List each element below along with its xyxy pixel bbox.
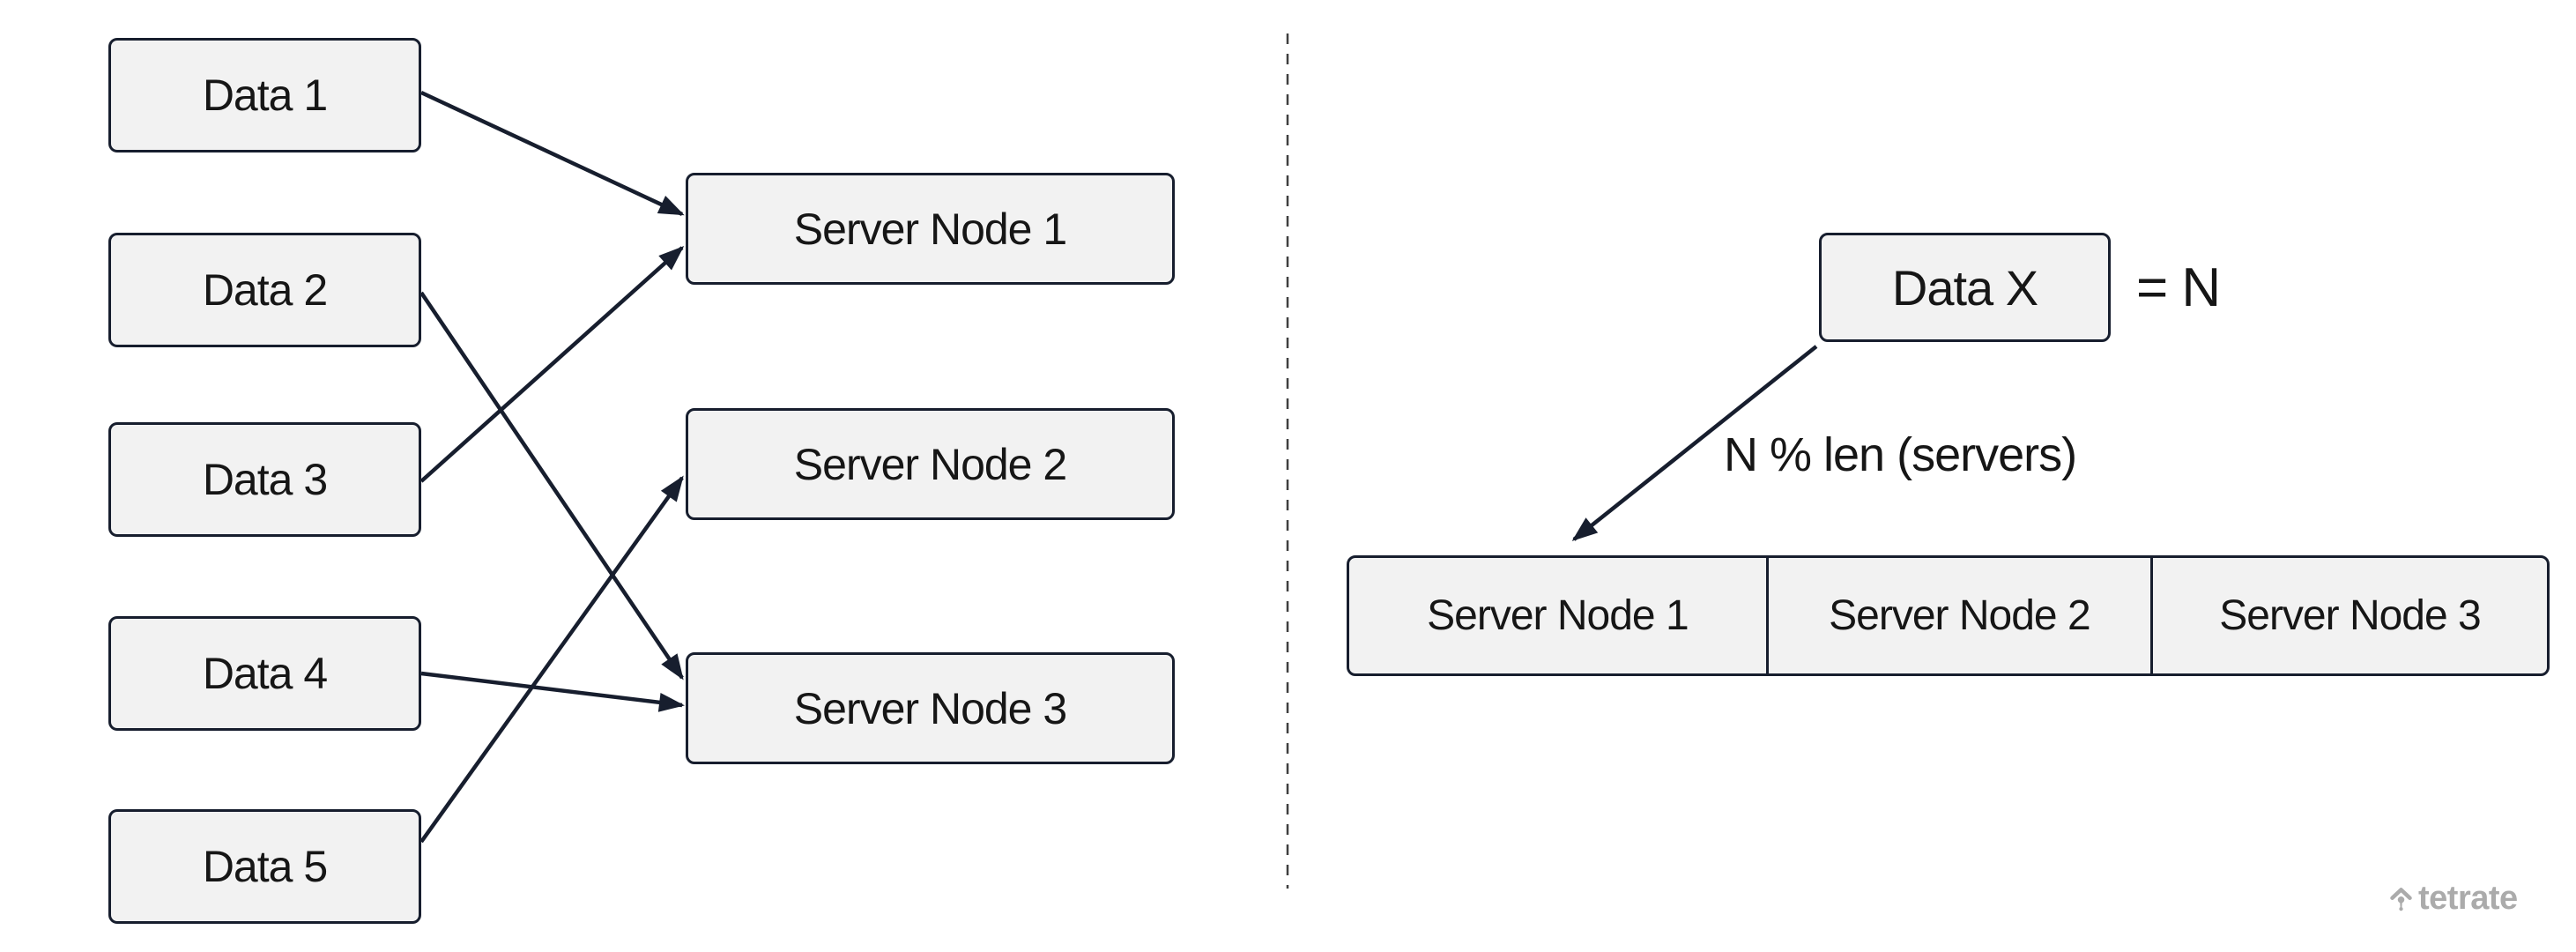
- server-node-2-box: Server Node 2: [686, 408, 1175, 520]
- server-row: Server Node 1 Server Node 2 Server Node …: [1347, 555, 2550, 676]
- equals-n-label: = N: [2136, 257, 2221, 318]
- data-x-node: Data X: [1819, 233, 2111, 342]
- tetrate-logo: tetrate: [2390, 880, 2518, 917]
- tetrate-icon: [2390, 888, 2412, 911]
- server-row-cell-3-label: Server Node 3: [2219, 592, 2481, 639]
- server-node-1-label: Server Node 1: [793, 204, 1067, 254]
- tetrate-wordmark: tetrate: [2418, 880, 2518, 917]
- server-row-cell-2: Server Node 2: [1765, 558, 2150, 673]
- server-row-cell-1-label: Server Node 1: [1427, 592, 1689, 639]
- data-node-5-label: Data 5: [202, 842, 328, 891]
- data-node-1-label: Data 1: [202, 71, 328, 120]
- data-x-label: Data X: [1891, 259, 2038, 316]
- data-node-2-label: Data 2: [202, 265, 328, 315]
- data-node-4: Data 4: [108, 616, 421, 731]
- data-node-4-label: Data 4: [202, 649, 328, 698]
- data-node-2: Data 2: [108, 233, 421, 347]
- edge-data2-to-server-node-3: [419, 291, 684, 681]
- data-node-3: Data 3: [108, 422, 421, 537]
- data-node-3-label: Data 3: [202, 455, 328, 504]
- edge-data3-to-server-node-1: [419, 245, 685, 483]
- data-node-5: Data 5: [108, 809, 421, 924]
- server-row-cell-3: Server Node 3: [2149, 558, 2547, 673]
- edge-data1-to-server-node-1: [420, 90, 685, 217]
- server-node-2-label: Server Node 2: [793, 439, 1067, 489]
- server-node-3-label: Server Node 3: [793, 683, 1067, 733]
- edge-data5-to-server-node-2: [419, 475, 684, 844]
- server-row-cell-1: Server Node 1: [1349, 558, 1766, 673]
- server-node-1-box: Server Node 1: [686, 173, 1175, 285]
- data-node-1: Data 1: [108, 38, 421, 152]
- edge-data4-to-server-node-3: [420, 671, 685, 712]
- server-row-cell-2-label: Server Node 2: [1829, 592, 2090, 639]
- mod-formula-label: N % len (servers): [1724, 428, 2077, 481]
- server-node-3-box: Server Node 3: [686, 652, 1175, 764]
